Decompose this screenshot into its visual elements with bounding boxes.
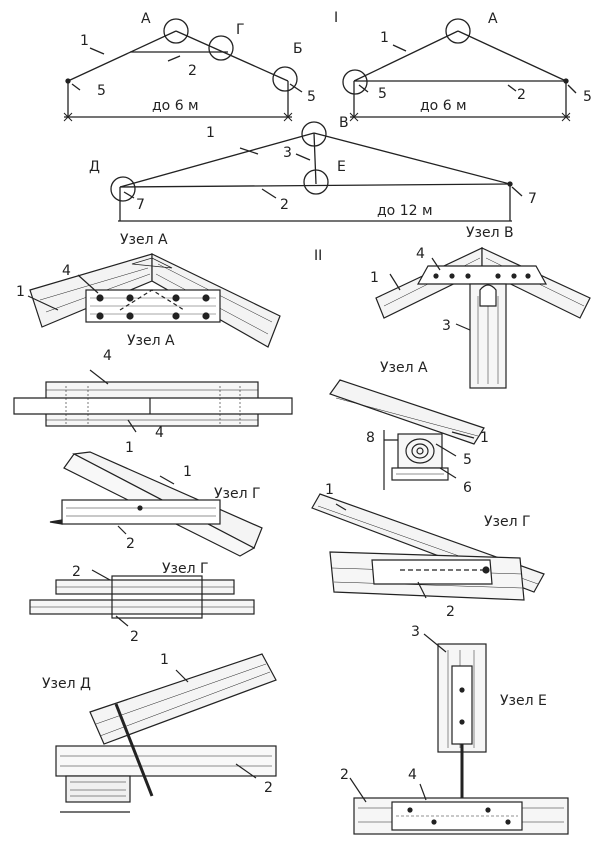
label-n7a-d3: 7: [136, 197, 145, 213]
detail-node-a-3: [329, 379, 485, 490]
label-n2-g1: 2: [126, 536, 135, 552]
label-G-1: Г: [236, 22, 245, 38]
title-node-a-3: Узел А: [380, 360, 428, 376]
title-node-e: Узел Е: [500, 693, 547, 709]
label-n2b-g2: 2: [130, 629, 139, 645]
detail-node-a-2: [13, 369, 293, 433]
label-n1-d1: 1: [80, 33, 89, 49]
detail-node-a-1: [27, 253, 281, 348]
label-n1-a2: 1: [125, 440, 134, 456]
span-d1: до 6 м: [152, 98, 199, 114]
label-B-1: Б: [293, 41, 303, 57]
label-n3-e: 3: [411, 624, 420, 640]
title-node-v: Узел В: [466, 225, 514, 241]
label-E: Е: [337, 159, 346, 175]
label-D: Д: [89, 159, 100, 175]
label-n2-d2: 2: [517, 87, 526, 103]
label-n2-g3: 2: [446, 604, 455, 620]
label-n4a-a2: 4: [103, 348, 112, 364]
label-n4-e: 4: [408, 767, 417, 783]
truss-diagram-3: [110, 121, 523, 222]
label-n5a-d2: 5: [378, 86, 387, 102]
label-n1-g1: 1: [183, 464, 192, 480]
label-n1-v: 1: [370, 270, 379, 286]
truss-diagram-1: [63, 18, 303, 122]
label-n4-a1: 4: [62, 263, 71, 279]
title-node-d: Узел Д: [42, 676, 91, 692]
label-n3-v: 3: [442, 318, 451, 334]
detail-node-g-1: [49, 451, 263, 557]
label-A-2: А: [488, 11, 498, 27]
title-node-g-3: Узел Г: [484, 514, 531, 530]
label-n5-a3: 5: [463, 452, 472, 468]
label-n2-d3: 2: [280, 197, 289, 213]
label-n1-g3: 1: [325, 482, 334, 498]
label-A-1: А: [141, 11, 151, 27]
label-n7b-d3: 7: [528, 191, 537, 207]
label-n2-d1: 2: [188, 63, 197, 79]
label-n5a-d1: 5: [97, 83, 106, 99]
section-roman-2: II: [314, 248, 322, 264]
title-node-g-2: Узел Г: [162, 561, 209, 577]
label-n2-d: 2: [264, 780, 273, 796]
span-d2: до 6 м: [420, 98, 467, 114]
span-d3: до 12 м: [377, 203, 433, 219]
label-V-2: В: [339, 115, 349, 131]
section-roman-1: I: [334, 10, 338, 26]
label-n2-e: 2: [340, 767, 349, 783]
detail-node-g-2: [29, 569, 255, 627]
detail-node-e: [349, 633, 569, 835]
label-n1-d3: 1: [206, 125, 215, 141]
label-n3-d3: 3: [283, 145, 292, 161]
title-node-a-1: Узел А: [120, 232, 168, 248]
label-n5b-d1: 5: [307, 89, 316, 105]
label-n1-d2: 1: [380, 30, 389, 46]
title-node-a-2: Узел А: [127, 333, 175, 349]
label-n1-d: 1: [160, 652, 169, 668]
title-node-g-1: Узел Г: [214, 486, 261, 502]
label-n6-a3: 6: [463, 480, 472, 496]
truss-diagram-2: [342, 18, 577, 122]
detail-node-d: [55, 653, 277, 813]
label-n1-a1: 1: [16, 284, 25, 300]
label-n4-v: 4: [416, 246, 425, 262]
label-n8-a3: 8: [366, 430, 375, 446]
label-n5b-d2: 5: [583, 89, 592, 105]
detail-node-v: [375, 247, 591, 389]
label-n4b-a2: 4: [155, 425, 164, 441]
label-n2a-g2: 2: [72, 564, 81, 580]
detail-node-g-3: [311, 493, 545, 601]
label-n1-a3: 1: [480, 430, 489, 446]
